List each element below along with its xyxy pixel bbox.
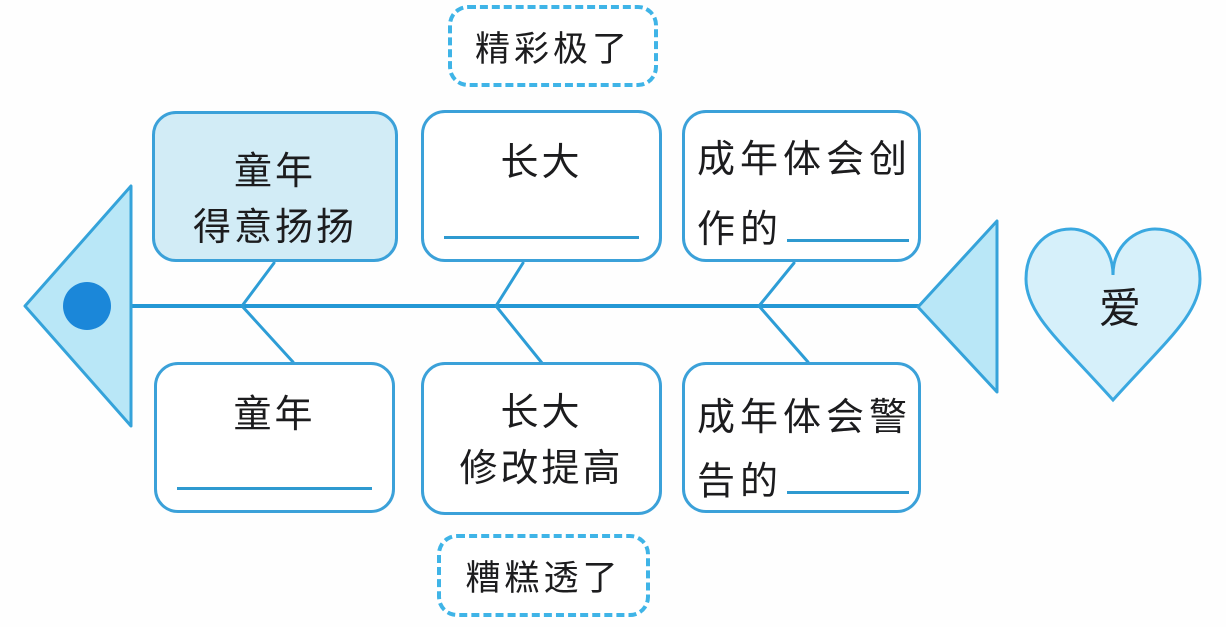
blank-underline — [177, 484, 372, 490]
box-line2: 得意扬扬 — [192, 207, 357, 249]
box-line1: 成年体会警 — [697, 397, 913, 439]
box-line2: 作的 — [697, 201, 910, 259]
blank-row — [157, 484, 392, 490]
box-line1: 长大 — [500, 142, 583, 184]
branch-box-growup-revise: 长大 修改提高 — [421, 362, 662, 515]
branch-chevron-1 — [240, 261, 295, 364]
branch-box-growup-praise: 长大 — [421, 110, 662, 262]
branch-box-childhood-criticism: 童年 — [154, 362, 395, 513]
criticism-banner-label: 糟糕透了 — [465, 559, 622, 598]
blank-underline — [787, 235, 910, 242]
blank-underline — [444, 233, 639, 239]
branch-chevron-3 — [757, 261, 810, 364]
branch-box-adult-warning: 成年体会警 告的 — [682, 362, 921, 513]
criticism-banner: 糟糕透了 — [437, 534, 650, 617]
fish-tail-icon — [916, 219, 999, 394]
branch-chevron-2 — [494, 261, 544, 365]
box-line2: 告的 — [697, 453, 910, 511]
praise-banner-label: 精彩极了 — [474, 29, 631, 69]
box-line1: 童年 — [233, 151, 316, 193]
branch-box-childhood-praise: 童年 得意扬扬 — [152, 111, 398, 262]
blank-row — [424, 233, 659, 239]
box-line2-prefix: 告的 — [697, 461, 784, 503]
box-line2: 修改提高 — [459, 448, 624, 490]
blank-underline — [787, 487, 910, 494]
heart-icon — [1024, 227, 1202, 403]
fish-eye-icon — [63, 282, 111, 330]
box-line2-prefix: 作的 — [697, 209, 784, 251]
box-line1: 长大 — [500, 392, 583, 434]
praise-banner: 精彩极了 — [448, 5, 658, 87]
box-line1: 成年体会创 — [697, 139, 913, 181]
branch-box-adult-creation: 成年体会创 作的 — [682, 110, 921, 262]
heart-label: 爱 — [1098, 286, 1141, 333]
box-line1: 童年 — [233, 394, 316, 436]
